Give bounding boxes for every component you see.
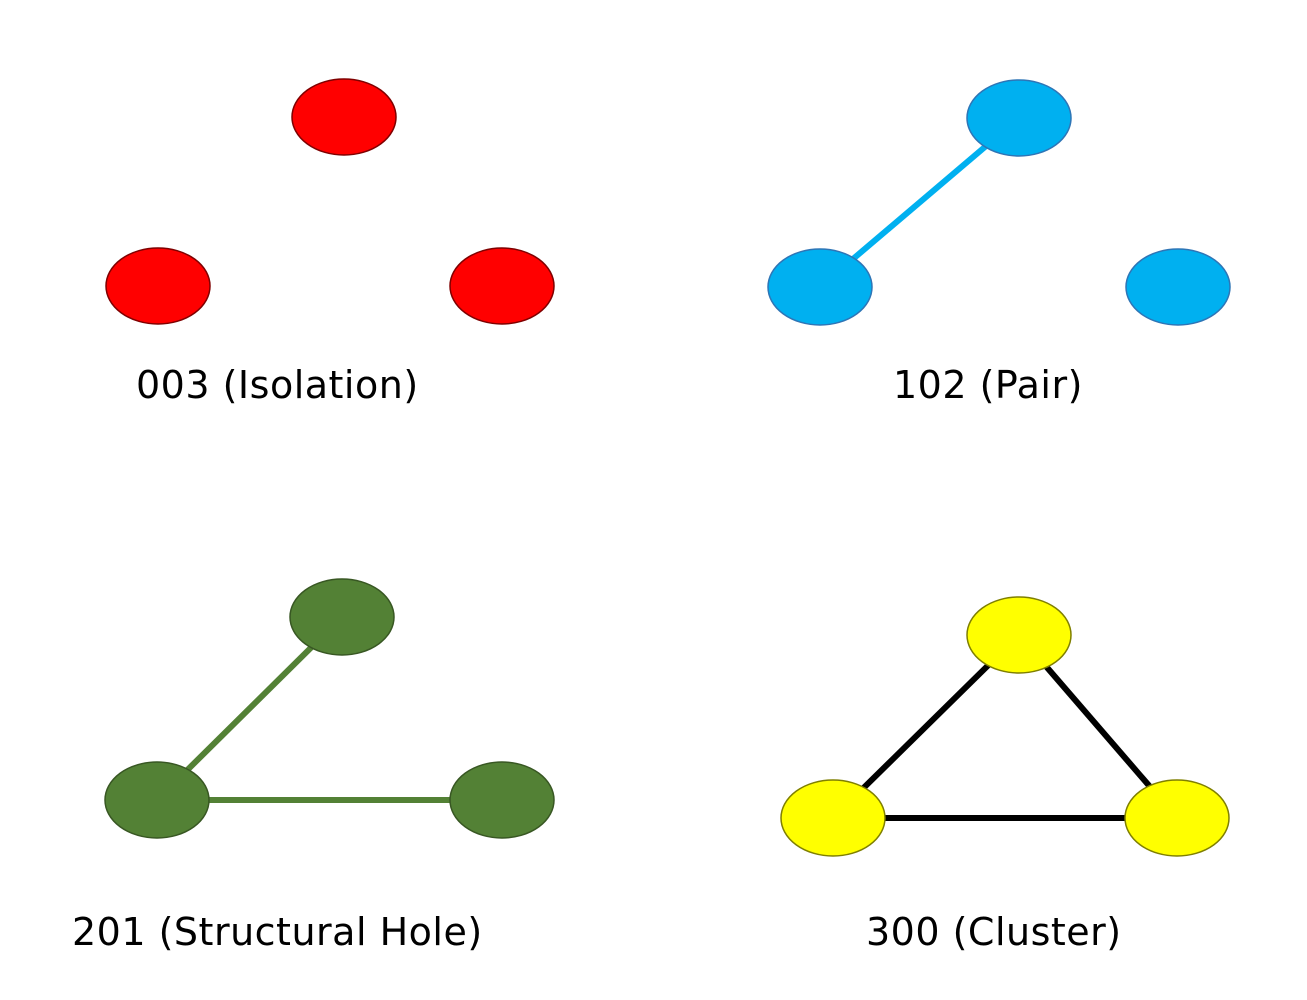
pair-node-1 <box>767 248 873 326</box>
caption-structural-hole: 201 (Structural Hole) <box>72 910 483 954</box>
isolation-node-1 <box>105 247 211 325</box>
triad-pair <box>767 79 1231 326</box>
isolation-node-0 <box>291 78 397 156</box>
structural-hole-node-1 <box>104 761 210 839</box>
structural-hole-node-2 <box>449 761 555 839</box>
cluster-node-2 <box>1124 779 1230 857</box>
triad-structural-hole <box>104 578 555 839</box>
caption-pair: 102 (Pair) <box>893 363 1083 407</box>
structural-hole-node-0 <box>289 578 395 656</box>
caption-cluster: 300 (Cluster) <box>866 910 1122 954</box>
caption-isolation: 003 (Isolation) <box>136 363 419 407</box>
isolation-node-2 <box>449 247 555 325</box>
triad-cluster <box>780 596 1230 857</box>
cluster-node-0 <box>966 596 1072 674</box>
pair-node-2 <box>1125 248 1231 326</box>
cluster-node-1 <box>780 779 886 857</box>
triad-isolation <box>105 78 555 325</box>
pair-node-0 <box>966 79 1072 157</box>
